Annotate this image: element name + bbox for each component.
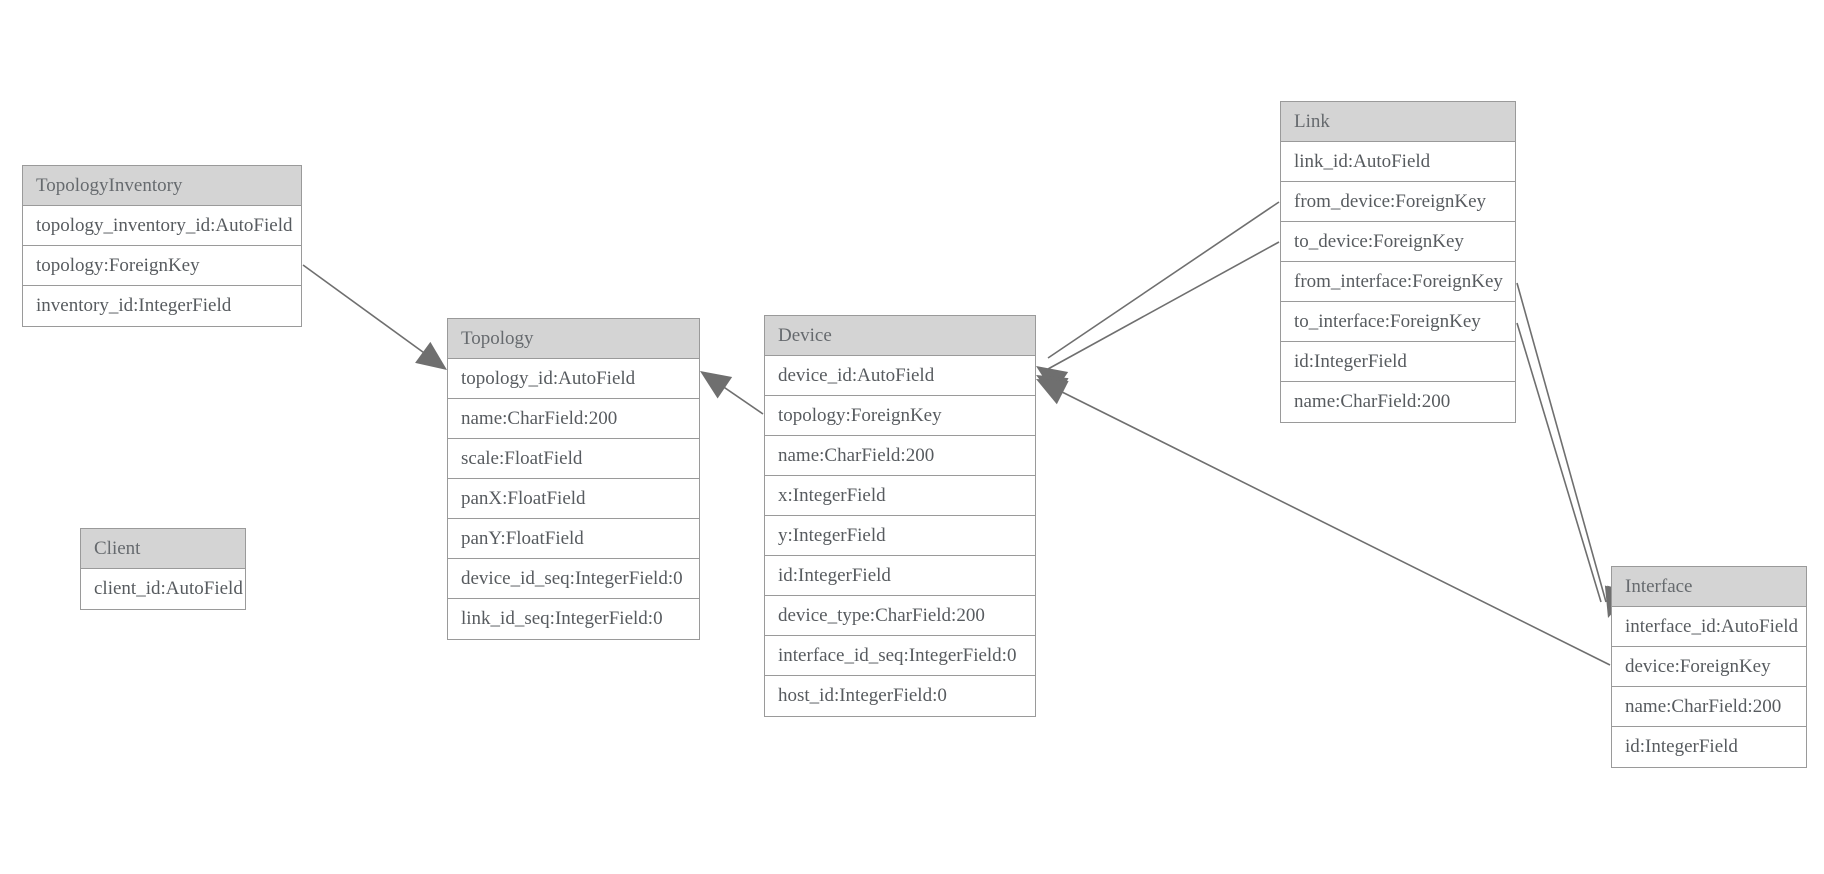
entity-field: y:IntegerField xyxy=(765,516,1035,556)
relationship-device-topology xyxy=(700,371,764,415)
entity-field: device_type:CharField:200 xyxy=(765,596,1035,636)
entity-title-client: Client xyxy=(81,529,245,569)
entity-field: x:IntegerField xyxy=(765,476,1035,516)
entity-field: interface_id_seq:IntegerField:0 xyxy=(765,636,1035,676)
entity-field: panY:FloatField xyxy=(448,519,699,559)
entity-field: topology_id:AutoField xyxy=(448,359,699,399)
entity-title-link: Link xyxy=(1281,102,1515,142)
entity-field: name:CharField:200 xyxy=(1612,687,1806,727)
entity-field: link_id:AutoField xyxy=(1281,142,1515,182)
entity-field: topology:ForeignKey xyxy=(765,396,1035,436)
entity-field: device_id_seq:IntegerField:0 xyxy=(448,559,699,599)
entity-field: name:CharField:200 xyxy=(765,436,1035,476)
entity-title-interface: Interface xyxy=(1612,567,1806,607)
relationship-link-device-to xyxy=(1036,241,1280,401)
entity-field: from_device:ForeignKey xyxy=(1281,182,1515,222)
entity-field: to_device:ForeignKey xyxy=(1281,222,1515,262)
entity-field: client_id:AutoField xyxy=(81,569,245,609)
entity-field: panX:FloatField xyxy=(448,479,699,519)
entity-title-topology: Topology xyxy=(448,319,699,359)
entity-field: device_id:AutoField xyxy=(765,356,1035,396)
entity-title-topology_inventory: TopologyInventory xyxy=(23,166,301,206)
entity-field: host_id:IntegerField:0 xyxy=(765,676,1035,716)
entity-field: topology:ForeignKey xyxy=(23,246,301,286)
entity-field: to_interface:ForeignKey xyxy=(1281,302,1515,342)
entity-field: id:IntegerField xyxy=(1281,342,1515,382)
entity-field: interface_id:AutoField xyxy=(1612,607,1806,647)
relationship-topologyinventory-topology xyxy=(302,264,447,370)
entity-field: id:IntegerField xyxy=(765,556,1035,596)
entity-field: inventory_id:IntegerField xyxy=(23,286,301,326)
entity-title-device: Device xyxy=(765,316,1035,356)
entity-field: topology_inventory_id:AutoField xyxy=(23,206,301,246)
entity-field: from_interface:ForeignKey xyxy=(1281,262,1515,302)
entity-field: device:ForeignKey xyxy=(1612,647,1806,687)
entity-field: name:CharField:200 xyxy=(448,399,699,439)
entity-field: link_id_seq:IntegerField:0 xyxy=(448,599,699,639)
entity-field: name:CharField:200 xyxy=(1281,382,1515,422)
entity-field: scale:FloatField xyxy=(448,439,699,479)
relationship-link-device-from xyxy=(1036,201,1280,394)
entity-field: id:IntegerField xyxy=(1612,727,1806,767)
